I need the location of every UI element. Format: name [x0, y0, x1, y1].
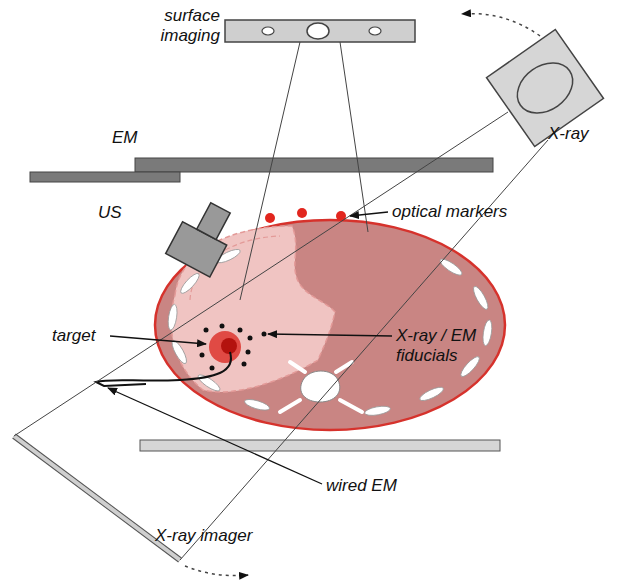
device-label: X-ray imager — [155, 526, 275, 546]
rib-shape — [458, 354, 481, 379]
sensor-label: wired EM — [326, 476, 426, 496]
marker-label: optical markers — [392, 202, 532, 222]
rib-shape — [471, 285, 491, 312]
rib-shape — [364, 405, 391, 417]
rib-shape — [418, 385, 445, 403]
rib-shape — [178, 271, 201, 296]
device-label: surface imaging — [150, 6, 220, 46]
rib-shape — [481, 319, 493, 346]
fiducial-label: X-ray / EM fiducials — [396, 326, 506, 366]
rib-shape — [243, 397, 270, 412]
rib-shape — [167, 304, 179, 331]
target-label: target — [52, 326, 112, 346]
rib-shape — [438, 256, 464, 277]
device-label: EM — [112, 128, 152, 148]
device-label: X-ray — [548, 124, 618, 144]
device-label: US — [98, 203, 138, 223]
